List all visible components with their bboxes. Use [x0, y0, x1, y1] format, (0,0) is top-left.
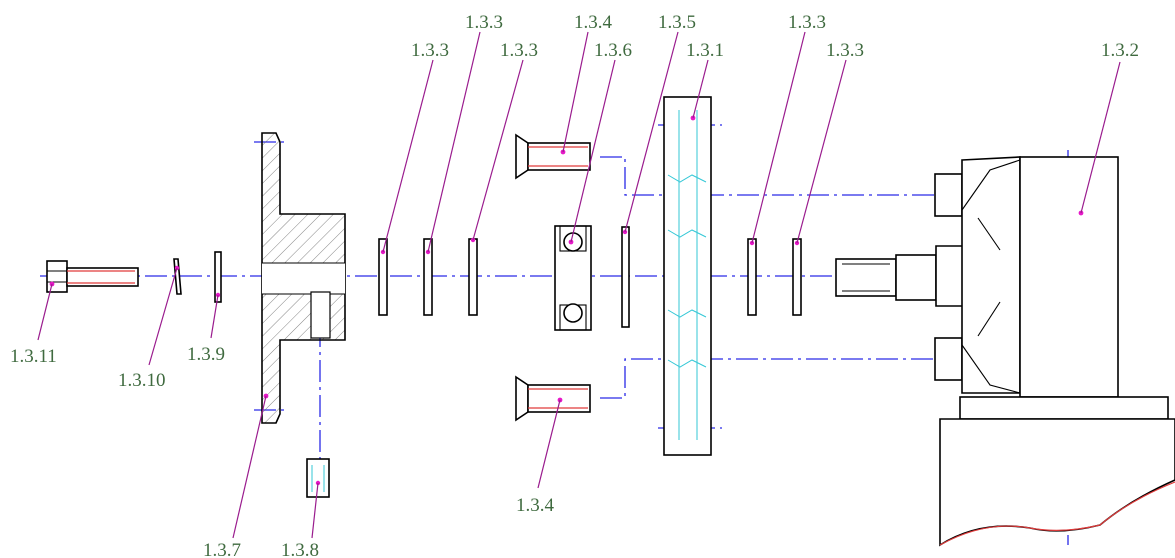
label-1-3-3-e: 1.3.3: [826, 40, 864, 61]
center-axes: [40, 124, 1069, 545]
bolt-1-3-11: [46, 260, 139, 293]
plate-1-3-5: [621, 226, 630, 328]
label-1-3-3-b: 1.3.3: [465, 12, 503, 33]
bearing-1-3-6: [554, 225, 592, 331]
gear-1-3-1: [663, 96, 712, 456]
shims-1-3-3-right: [747, 238, 802, 316]
label-1-3-5: 1.3.5: [658, 12, 696, 33]
label-1-3-3-d: 1.3.3: [788, 12, 826, 33]
label-1-3-9: 1.3.9: [187, 344, 225, 365]
label-1-3-3-c: 1.3.3: [500, 40, 538, 61]
label-1-3-2: 1.3.2: [1101, 40, 1139, 61]
shims-1-3-3-left: [378, 237, 478, 316]
label-1-3-7: 1.3.7: [203, 540, 241, 558]
leader-lines: [37, 31, 1121, 539]
label-1-3-11: 1.3.11: [10, 346, 57, 367]
flange-hub-1-3-7: [261, 132, 346, 424]
label-1-3-6: 1.3.6: [594, 40, 632, 61]
label-1-3-4-bottom: 1.3.4: [516, 495, 555, 516]
set-screw-1-3-8: [306, 458, 330, 498]
screw-1-3-4-top: [515, 133, 591, 180]
motor-housing-1-3-2: [835, 156, 1175, 547]
label-1-3-8: 1.3.8: [281, 540, 319, 558]
washer-1-3-9: [214, 251, 222, 303]
screw-1-3-4-bottom: [515, 375, 591, 422]
part-labels: 1.3.11 1.3.10 1.3.9 1.3.7 1.3.8 1.3.3 1.…: [10, 12, 1139, 558]
label-1-3-10: 1.3.10: [118, 370, 166, 391]
label-1-3-1: 1.3.1: [686, 40, 724, 61]
label-1-3-3-a: 1.3.3: [411, 40, 449, 61]
label-1-3-4-top: 1.3.4: [574, 12, 613, 33]
